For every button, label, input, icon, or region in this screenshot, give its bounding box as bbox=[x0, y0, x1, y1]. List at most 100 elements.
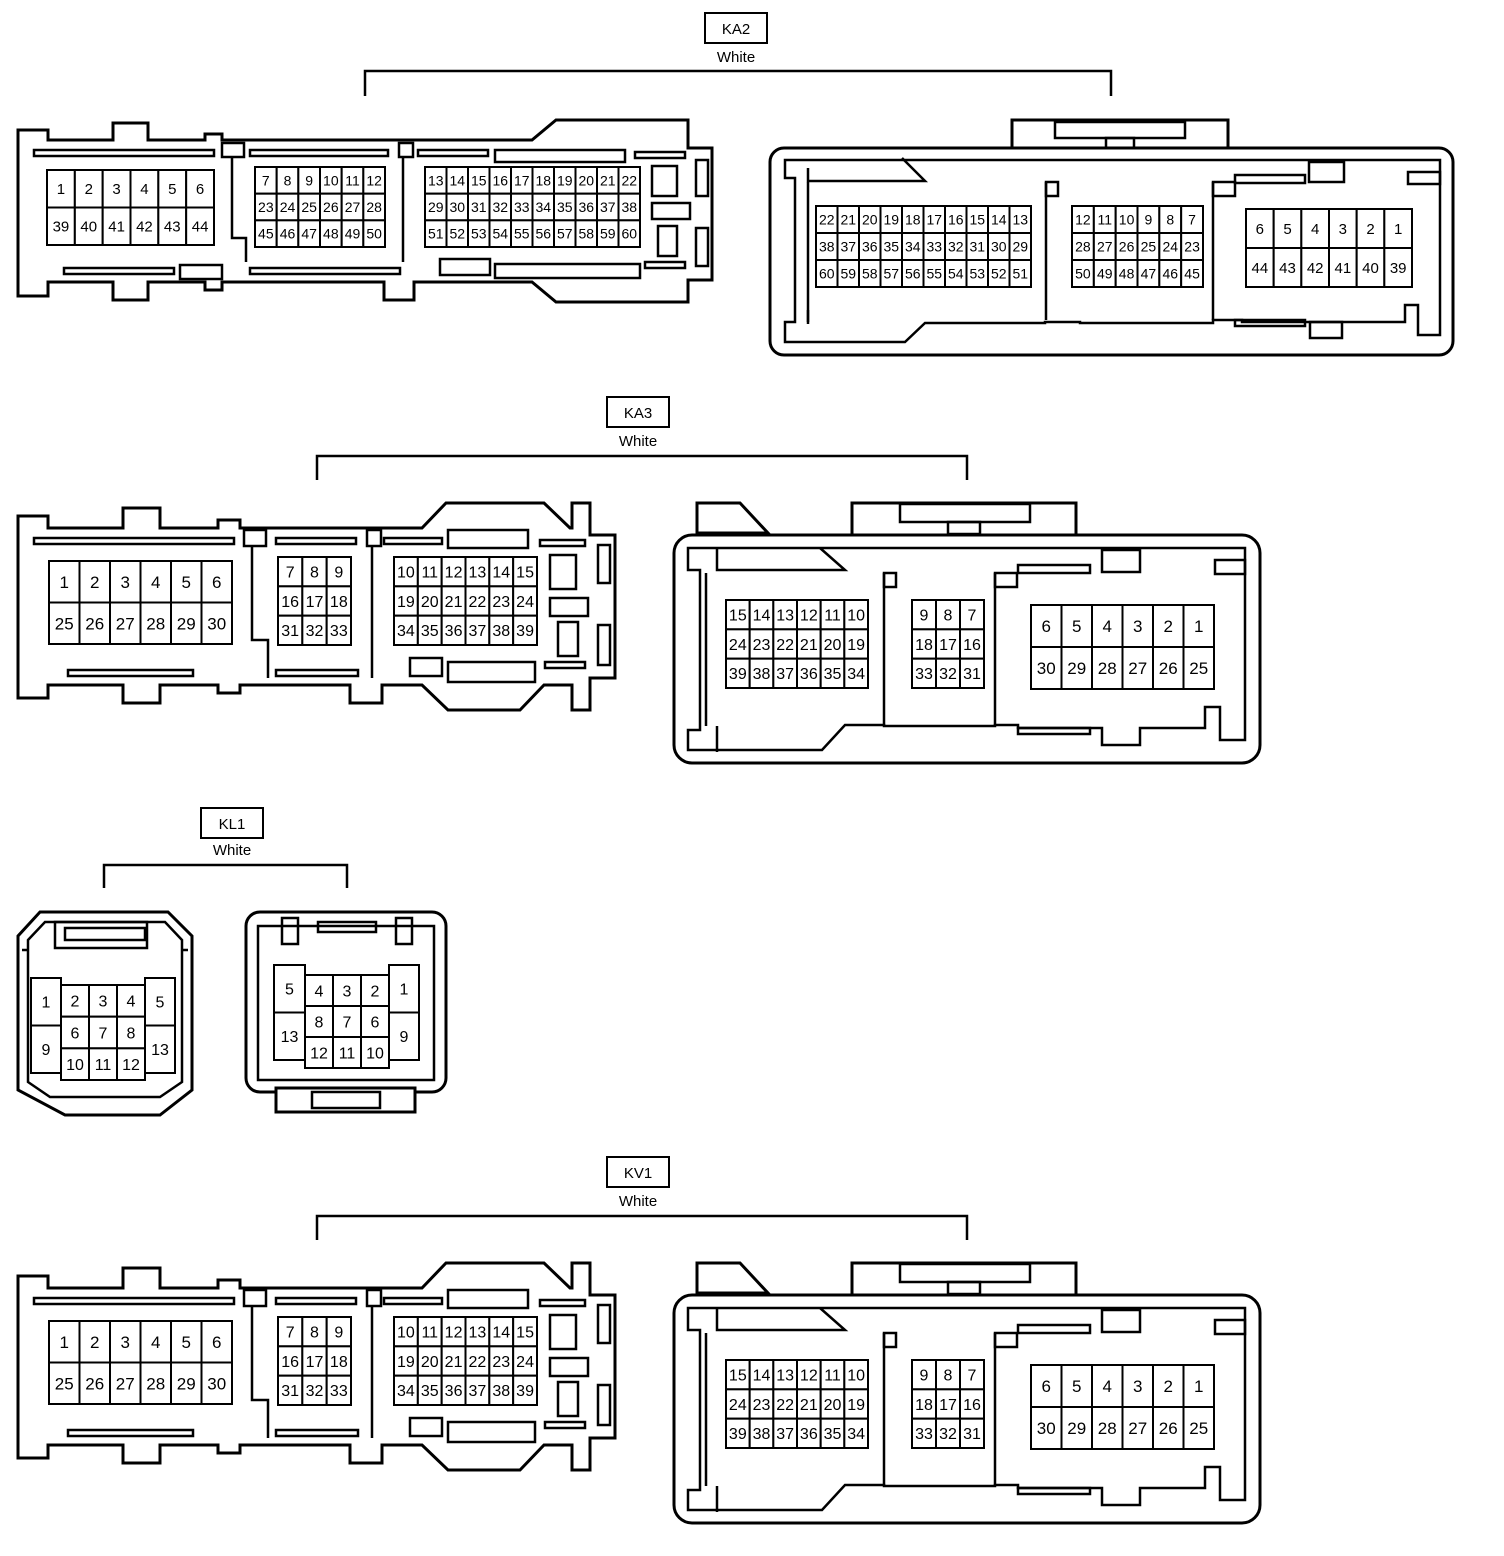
pin-number: 2 bbox=[1164, 617, 1173, 636]
pairing-bracket bbox=[315, 1214, 969, 1240]
pin-number: 25 bbox=[1189, 659, 1208, 678]
pin-cavity bbox=[325, 1345, 352, 1377]
pin-number: 50 bbox=[1075, 266, 1091, 282]
pin-number: 25 bbox=[1141, 239, 1157, 255]
pin-number: 56 bbox=[905, 266, 921, 282]
pin-number: 15 bbox=[516, 1324, 534, 1341]
pin-number: 36 bbox=[578, 199, 594, 215]
pin-cavity bbox=[273, 964, 306, 1014]
pin-number: 4 bbox=[140, 181, 148, 198]
pin-number: 4 bbox=[151, 1333, 160, 1352]
pin-cavity bbox=[101, 206, 132, 246]
pin-number: 12 bbox=[445, 564, 463, 581]
pin-number: 1 bbox=[400, 982, 409, 999]
pin-number: 39 bbox=[729, 666, 747, 683]
pin-number: 16 bbox=[948, 212, 964, 228]
pin-number: 37 bbox=[840, 239, 856, 255]
pin-cavity bbox=[1030, 1364, 1063, 1408]
pin-cavity bbox=[911, 657, 937, 690]
pin-number: 40 bbox=[80, 219, 97, 236]
pin-number: 37 bbox=[776, 1426, 794, 1443]
pin-number: 2 bbox=[71, 994, 80, 1011]
connector-name: KL1 bbox=[219, 816, 246, 833]
pin-number: 16 bbox=[963, 637, 981, 654]
pin-number: 29 bbox=[1067, 1419, 1086, 1438]
pin-number: 11 bbox=[824, 607, 841, 624]
pin-cavity bbox=[1300, 208, 1331, 249]
pin-number: 8 bbox=[284, 172, 292, 188]
connector-name: KV1 bbox=[624, 1165, 652, 1182]
cavity-group-kl1-female-1: 513 bbox=[273, 964, 306, 1061]
pin-number: 53 bbox=[969, 266, 985, 282]
pin-cavity bbox=[78, 560, 111, 604]
pin-cavity bbox=[1272, 247, 1303, 288]
pin-cavity bbox=[200, 1361, 233, 1405]
pin-number: 5 bbox=[1072, 617, 1081, 636]
pin-number: 45 bbox=[258, 226, 274, 242]
pin-cavity bbox=[325, 1316, 352, 1348]
pin-number: 15 bbox=[516, 564, 534, 581]
pin-cavity bbox=[325, 614, 352, 647]
pin-number: 18 bbox=[905, 212, 921, 228]
pin-number: 43 bbox=[164, 219, 181, 236]
pairing-bracket bbox=[315, 454, 969, 480]
pin-number: 54 bbox=[492, 226, 508, 242]
pin-cavity bbox=[959, 1417, 985, 1449]
pin-cavity bbox=[129, 206, 160, 246]
pin-number: 34 bbox=[847, 666, 865, 683]
pin-cavity bbox=[1383, 247, 1414, 288]
pin-number: 36 bbox=[800, 666, 818, 683]
pin-number: 9 bbox=[42, 1042, 51, 1059]
pin-number: 29 bbox=[1012, 239, 1028, 255]
pin-number: 1 bbox=[42, 995, 51, 1012]
pin-number: 10 bbox=[847, 607, 865, 624]
pin-number: 24 bbox=[729, 1397, 747, 1414]
pin-number: 5 bbox=[168, 181, 176, 198]
pin-cavity bbox=[109, 1361, 142, 1405]
pin-cavity bbox=[185, 206, 216, 246]
pin-number: 23 bbox=[492, 594, 510, 611]
pin-number: 18 bbox=[330, 1354, 348, 1371]
pin-number: 28 bbox=[1098, 1419, 1117, 1438]
pin-cavity bbox=[362, 219, 387, 248]
pin-number: 36 bbox=[445, 623, 463, 640]
pin-number: 33 bbox=[330, 1383, 348, 1400]
pin-number: 17 bbox=[306, 594, 324, 611]
pin-cavity bbox=[185, 169, 216, 209]
pin-cavity bbox=[60, 984, 90, 1018]
pin-number: 10 bbox=[847, 1367, 865, 1384]
pin-number: 31 bbox=[969, 239, 985, 255]
pin-number: 23 bbox=[492, 1354, 510, 1371]
pin-number: 29 bbox=[177, 1374, 196, 1393]
pin-number: 19 bbox=[847, 1397, 865, 1414]
pin-number: 38 bbox=[621, 199, 637, 215]
pin-number: 22 bbox=[621, 172, 637, 188]
pin-number: 55 bbox=[926, 266, 942, 282]
pin-number: 38 bbox=[492, 1383, 510, 1400]
pin-number: 10 bbox=[397, 564, 415, 581]
pin-number: 1 bbox=[60, 573, 69, 592]
pin-number: 8 bbox=[1166, 212, 1174, 228]
pin-cavity bbox=[325, 1374, 352, 1406]
pin-cavity bbox=[116, 1015, 146, 1050]
pin-number: 25 bbox=[1189, 1419, 1208, 1438]
pin-number: 34 bbox=[397, 623, 415, 640]
pin-number: 19 bbox=[883, 212, 899, 228]
pin-number: 24 bbox=[729, 637, 747, 654]
pin-number: 20 bbox=[862, 212, 878, 228]
pin-number: 26 bbox=[1159, 1419, 1178, 1438]
pin-cavity bbox=[1182, 1406, 1215, 1450]
pin-number: 49 bbox=[345, 226, 361, 242]
pin-number: 26 bbox=[323, 199, 339, 215]
pin-number: 50 bbox=[366, 226, 382, 242]
pin-number: 22 bbox=[776, 1397, 794, 1414]
